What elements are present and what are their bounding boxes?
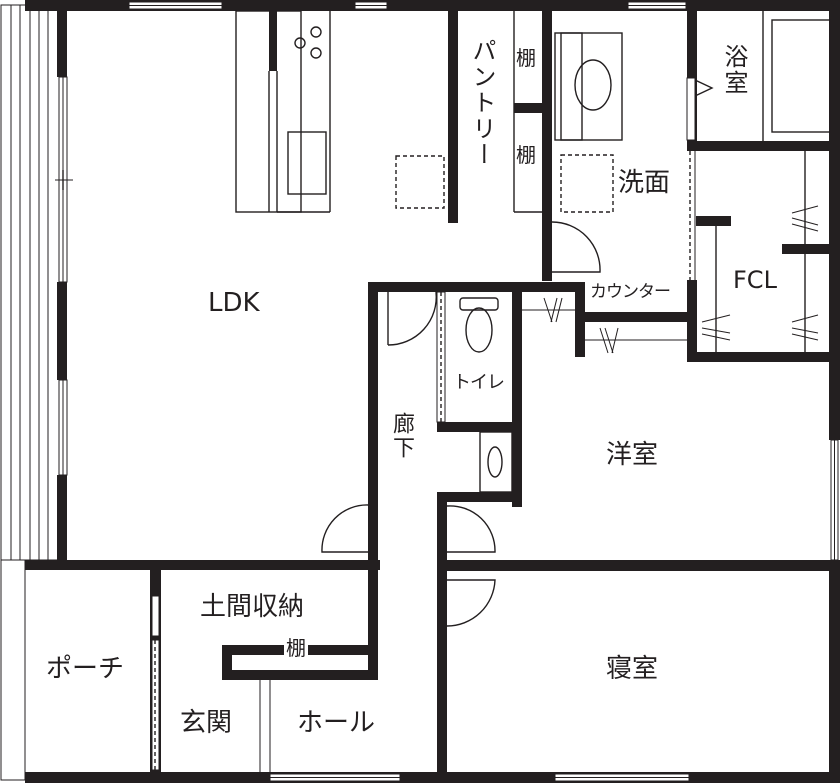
room-label-toilet: トイレ <box>453 372 505 393</box>
fridge-space <box>395 155 445 209</box>
washbasin <box>554 32 623 141</box>
room-label-hallway: 廊下 <box>389 412 414 460</box>
shelf-label-storage: 棚 <box>284 636 308 660</box>
kitchen-counter <box>235 10 331 213</box>
shelf-label-pantry-top: 棚 <box>516 46 536 70</box>
toilet-fixture <box>459 297 499 353</box>
room-label-porch: ポーチ <box>46 654 125 684</box>
washer-space <box>560 154 614 213</box>
room-label-earth-floor-storage: 土間収納 <box>200 592 305 622</box>
stove-burners-icon <box>294 26 322 59</box>
bathtub <box>771 19 831 133</box>
room-label-bedroom: 寝室 <box>606 654 659 684</box>
room-label-fcl: FCL <box>733 266 777 294</box>
windows <box>55 1 839 782</box>
room-label-pantry: パントリー <box>468 38 496 168</box>
wood-deck <box>0 4 66 781</box>
hanger-marks <box>701 205 819 341</box>
hand-basin <box>487 446 503 478</box>
room-label-bath: 浴室 <box>720 44 748 96</box>
room-label-ldk: LDK <box>208 288 260 318</box>
shelf-label-pantry-bottom: 棚 <box>516 143 536 167</box>
room-label-hall: ホール <box>297 708 376 738</box>
outer-walls <box>25 0 840 783</box>
counter-label: カウンター <box>590 282 671 302</box>
room-label-washroom: 洗面 <box>618 168 671 198</box>
room-label-entrance: 玄関 <box>180 708 233 738</box>
room-label-western-room: 洋室 <box>606 440 659 470</box>
